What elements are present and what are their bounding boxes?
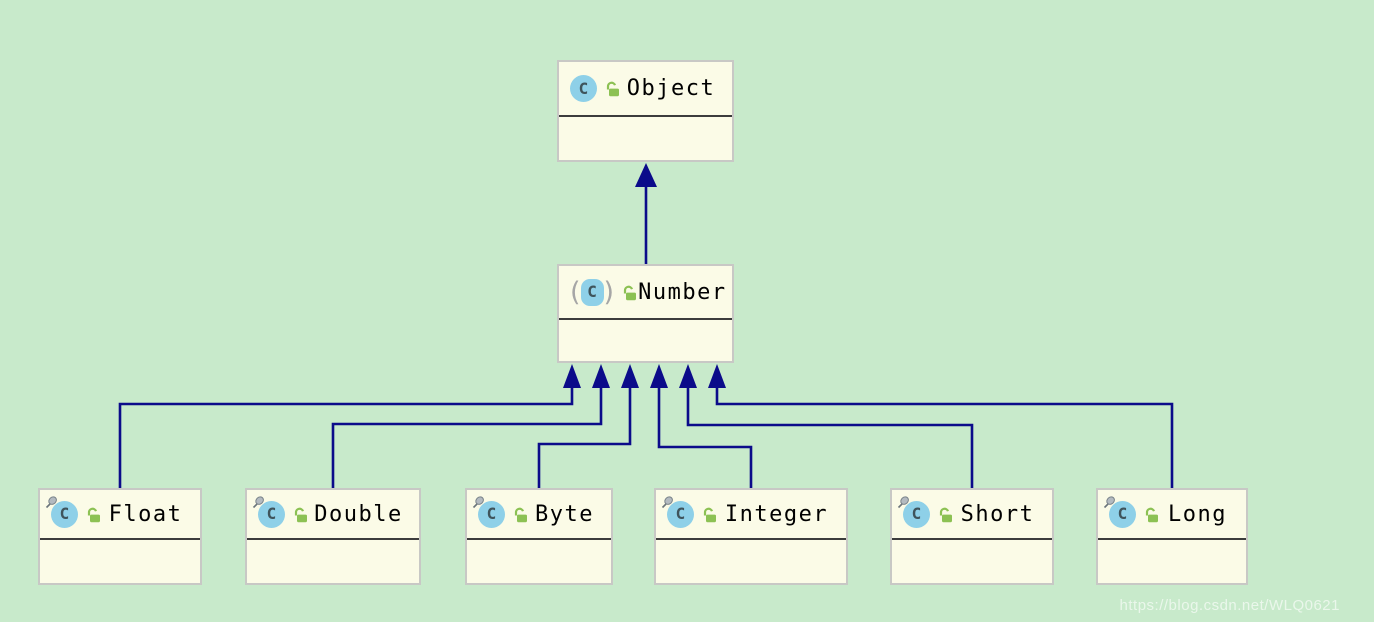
inheritance-edge-float-to-number (118, 364, 581, 488)
class-title-row: C Double (247, 490, 419, 540)
class-node-byte[interactable]: C Byte (465, 488, 613, 585)
class-fields-section (656, 540, 846, 583)
inheritance-arrowhead (679, 364, 697, 388)
final-class-icon: C (661, 495, 694, 528)
class-icon: C (570, 75, 597, 102)
class-node-double[interactable]: C Double (245, 488, 421, 585)
final-class-icon: C (1103, 495, 1136, 528)
class-fields-section (892, 540, 1052, 583)
class-node-object[interactable]: C Object (557, 60, 734, 162)
unlocked-icon (604, 80, 621, 97)
inheritance-arrowhead (563, 364, 581, 388)
class-title-row: C Byte (467, 490, 611, 540)
class-name-label: Integer (724, 501, 829, 527)
class-fields-section (467, 540, 611, 583)
pin-icon (1103, 495, 1115, 508)
class-node-float[interactable]: C Float (38, 488, 202, 585)
inheritance-edge-number-to-object (635, 163, 657, 264)
pin-icon (661, 495, 673, 508)
class-title-row: C Long (1098, 490, 1246, 540)
class-fields-section (559, 117, 732, 160)
class-fields-section (247, 540, 419, 583)
class-fields-section (1098, 540, 1246, 583)
unlocked-icon (1143, 506, 1160, 523)
unlocked-icon (85, 506, 102, 523)
class-fields-section (40, 540, 200, 583)
class-name-label: Object (626, 76, 716, 101)
unlocked-icon (621, 284, 638, 301)
final-class-icon: C (252, 495, 285, 528)
class-title-row: C Object (559, 62, 732, 117)
class-title-row: (C) Number (559, 266, 732, 320)
class-fields-section (559, 320, 732, 361)
class-node-long[interactable]: C Long (1096, 488, 1248, 585)
unlocked-icon (701, 506, 718, 523)
final-class-icon: C (897, 495, 930, 528)
pin-icon (252, 495, 264, 508)
final-class-icon: C (45, 495, 78, 528)
class-name-label: Number (638, 279, 727, 305)
class-node-number[interactable]: (C) Number (557, 264, 734, 363)
inheritance-arrowhead (708, 364, 726, 388)
class-name-label: Double (314, 501, 403, 527)
class-node-integer[interactable]: C Integer (654, 488, 848, 585)
class-title-row: C Float (40, 490, 200, 540)
watermark: https://blog.csdn.net/WLQ0621 (1119, 597, 1340, 614)
class-title-row: C Short (892, 490, 1052, 540)
abstract-class-icon: (C) (570, 276, 615, 308)
pin-icon (45, 495, 57, 508)
class-name-label: Float (108, 501, 183, 527)
inheritance-edge-byte-to-number (537, 364, 639, 488)
inheritance-edge-long-to-number (708, 364, 1174, 488)
class-name-label: Long (1168, 501, 1227, 527)
unlocked-icon (512, 506, 529, 523)
inheritance-arrowhead (592, 364, 610, 388)
inheritance-arrowhead (621, 364, 639, 388)
class-name-label: Short (960, 501, 1035, 527)
class-name-label: Byte (535, 501, 594, 527)
unlocked-icon (937, 506, 954, 523)
unlocked-icon (292, 506, 309, 523)
inheritance-edge-short-to-number (679, 364, 974, 488)
inheritance-arrowhead (635, 163, 657, 187)
class-title-row: C Integer (656, 490, 846, 540)
inheritance-arrowhead (650, 364, 668, 388)
inheritance-edge-double-to-number (331, 364, 610, 488)
class-node-short[interactable]: C Short (890, 488, 1054, 585)
pin-icon (897, 495, 909, 508)
final-class-icon: C (472, 495, 505, 528)
pin-icon (472, 495, 484, 508)
inheritance-edge-integer-to-number (650, 364, 753, 488)
